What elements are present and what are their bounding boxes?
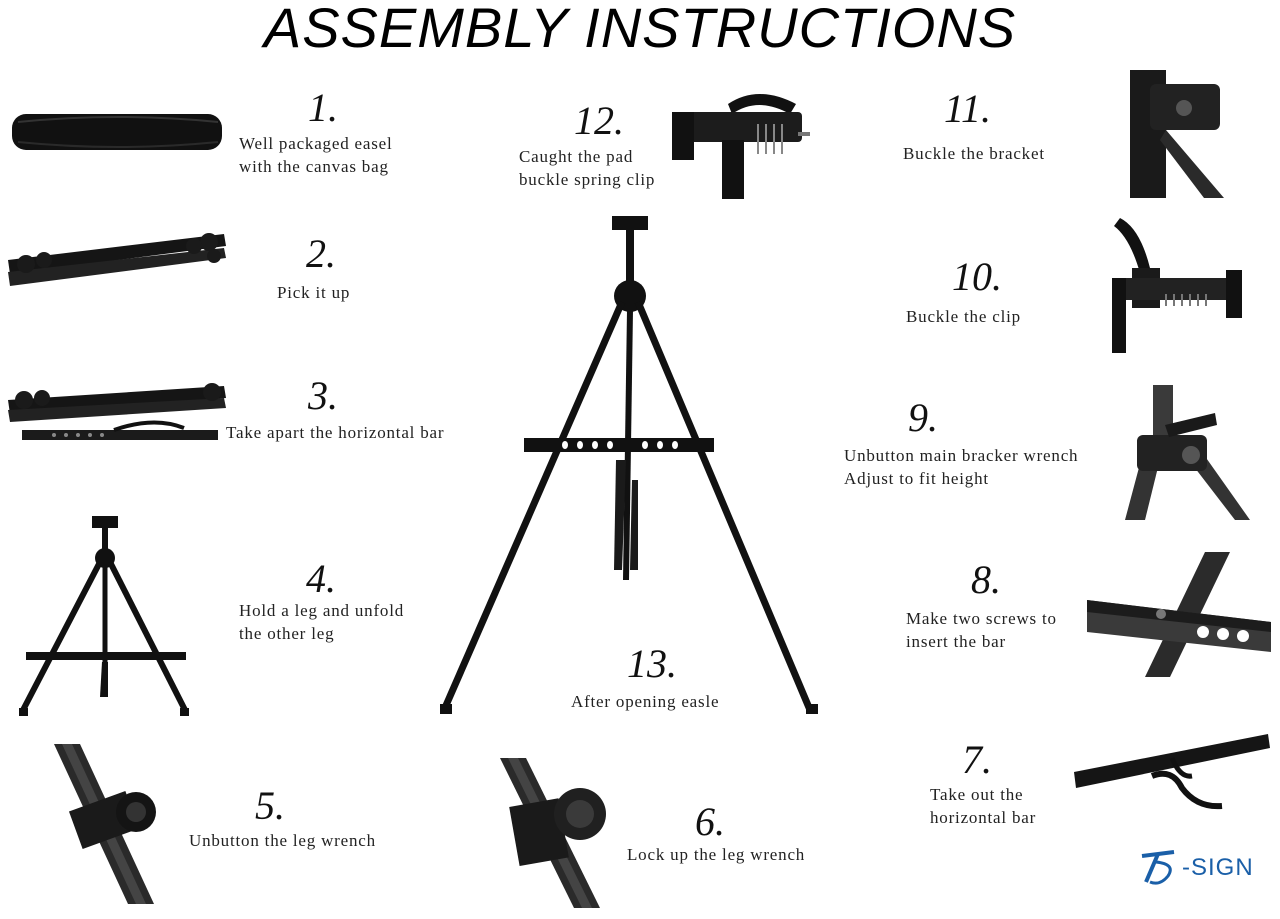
step-10-caption: Buckle the clip [906,307,1021,326]
step-12-number: 12. [574,98,624,143]
step-7-number: 7. [962,737,992,782]
brand-logo-text: -SIGN [1182,854,1254,881]
step-11-bracket-image [1130,70,1224,198]
step-2-caption: Pick it up [277,283,351,302]
brand-logo: -SIGN [1136,848,1280,888]
step-11-number: 11. [944,86,992,131]
step-3-caption: Take apart the horizontal bar [226,423,445,442]
step-6-number: 6. [695,799,725,844]
step-9-number: 9. [908,395,938,440]
step-5-caption: Unbutton the leg wrench [189,831,376,850]
page-title: ASSEMBLY INSTRUCTIONS [263,0,1017,59]
step-1-canvas-bag-image [12,114,222,150]
step-13-caption: After opening easle [571,692,720,711]
step-7-horizontal-bar-image [1074,734,1270,810]
step-4-number: 4. [306,556,336,601]
step-11-caption: Buckle the bracket [903,144,1045,163]
step-9-main-bracket-image [1125,385,1250,520]
step-8-bar-screws-image [1087,552,1271,677]
step-4-small-easel-image [19,516,189,716]
step-3-horizontal-bar-image [8,383,226,440]
step-5-leg-wrench-image [54,744,156,904]
step-13-number: 13. [627,641,677,686]
step-12-spring-clip-image [672,94,810,199]
step-2-number: 2. [306,231,336,276]
step-10-number: 10. [952,254,1002,299]
step-13-open-easel-image [440,216,818,714]
step-5-number: 5. [255,783,285,828]
step-2-folded-easel-image [8,233,226,286]
step-6-caption: Lock up the leg wrench [627,845,806,864]
step-3-number: 3. [308,373,338,418]
step-1-number: 1. [308,85,338,130]
brand-logo-mark-icon [1141,850,1175,885]
step-10-clip-image [1112,218,1242,353]
step-6-leg-wrench-locked-image [500,758,606,908]
step-8-number: 8. [971,557,1001,602]
